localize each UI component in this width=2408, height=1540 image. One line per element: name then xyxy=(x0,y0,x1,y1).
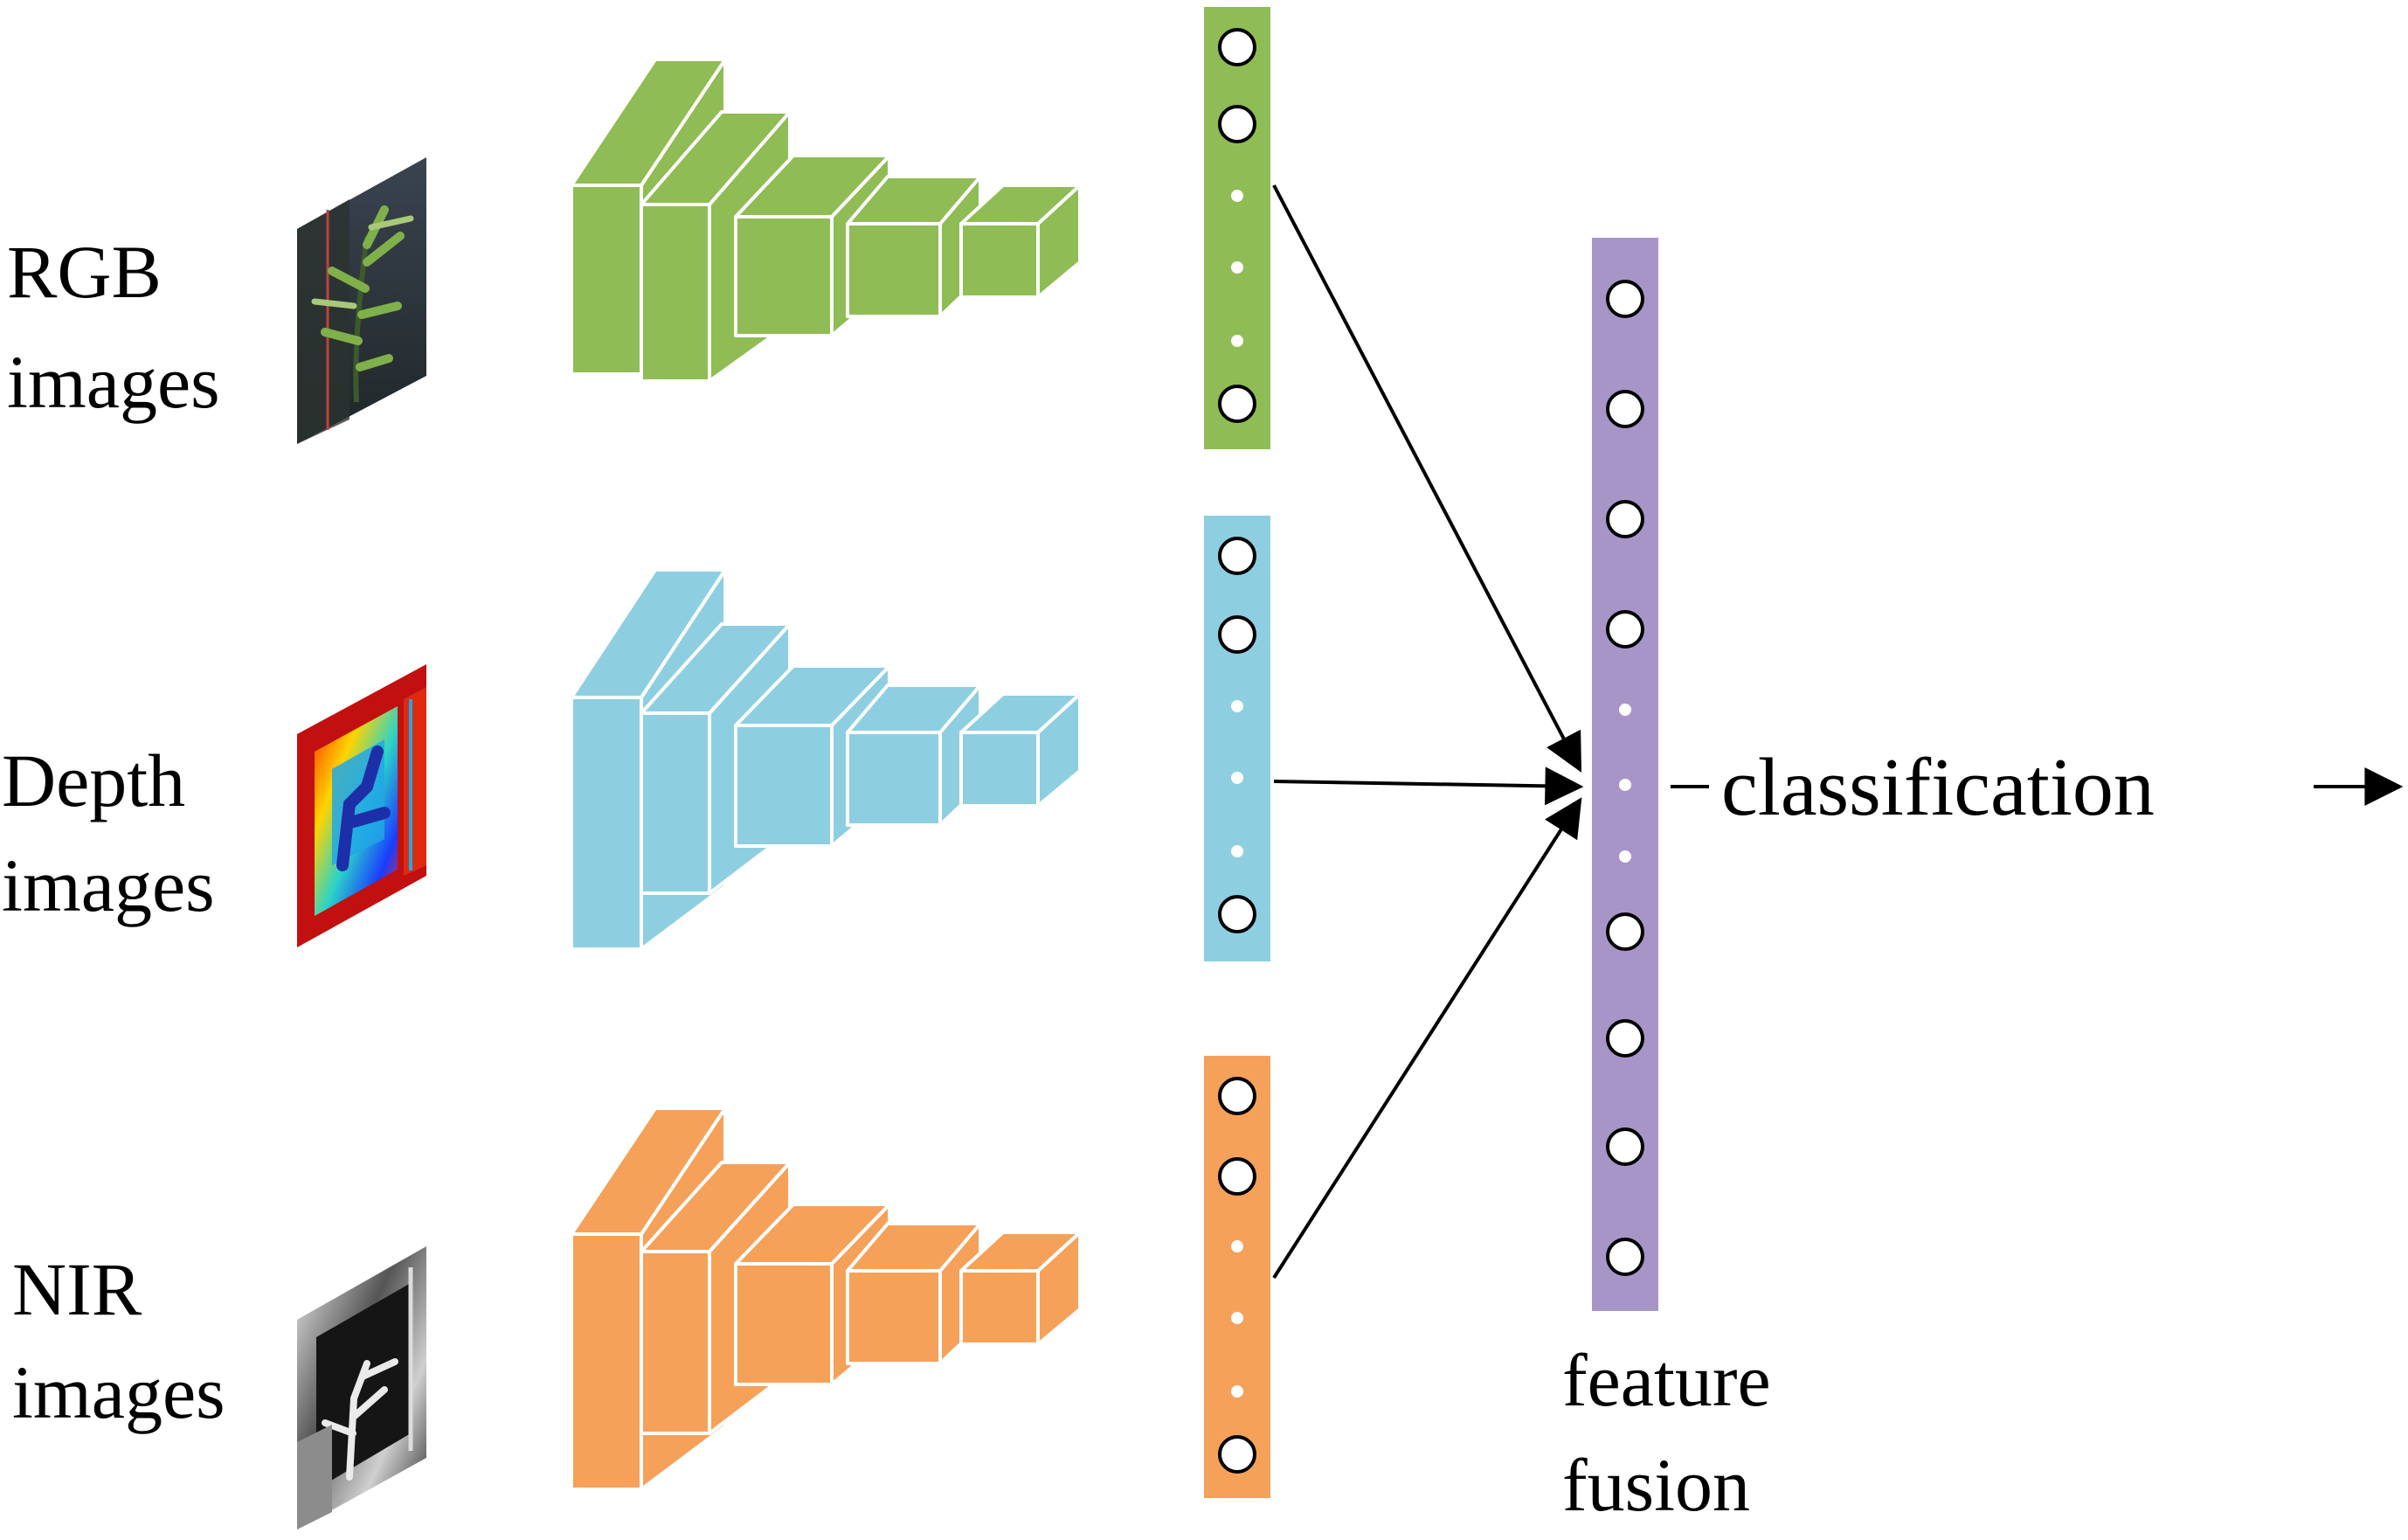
nir-grayscale-image-icon xyxy=(297,1246,426,1530)
fusion-label-line-1: feature xyxy=(1562,1338,1771,1422)
classification-label: classification xyxy=(1721,742,2155,833)
depth-map-image-icon xyxy=(297,664,426,947)
fusion-feature-vector xyxy=(1592,238,1658,1311)
nir-label: NIR images xyxy=(12,1247,225,1434)
nir-label-line-2: images xyxy=(12,1350,225,1434)
rgb-plant-image-icon xyxy=(297,157,426,444)
branch-depth: Depth images xyxy=(2,516,1270,961)
depth-to-fusion-arrow xyxy=(1273,767,1584,806)
rgb-label-line-1: RGB xyxy=(7,230,162,314)
rgb-to-fusion-arrow xyxy=(1272,184,1582,773)
nir-cnn-encoder xyxy=(570,1106,1082,1491)
rgb-label: RGB images xyxy=(7,230,220,424)
fusion-arrows xyxy=(1272,184,1584,1280)
branch-rgb: RGB images xyxy=(7,7,1270,449)
depth-label: Depth images xyxy=(2,739,215,927)
rgb-conv-block-5 xyxy=(959,184,1082,299)
nir-conv-block-5 xyxy=(959,1231,1082,1346)
fusion-label: feature fusion xyxy=(1562,1338,1789,1527)
depth-conv-block-5 xyxy=(959,692,1082,808)
rgb-feature-vector xyxy=(1204,7,1270,449)
depth-feature-vector xyxy=(1204,516,1270,961)
nir-feature-vector xyxy=(1204,1056,1270,1498)
rgb-cnn-encoder xyxy=(570,58,1082,383)
depth-label-line-1: Depth xyxy=(2,739,185,822)
fusion-label-line-2: fusion xyxy=(1562,1443,1750,1527)
rgb-label-line-2: images xyxy=(7,340,220,424)
depth-label-line-2: images xyxy=(2,843,215,927)
branch-nir: NIR images xyxy=(12,1056,1270,1530)
depth-cnn-encoder xyxy=(570,568,1082,951)
nir-to-fusion-arrow xyxy=(1272,797,1582,1280)
nir-label-line-1: NIR xyxy=(12,1247,142,1331)
depth-conv-block-3 xyxy=(734,664,891,848)
